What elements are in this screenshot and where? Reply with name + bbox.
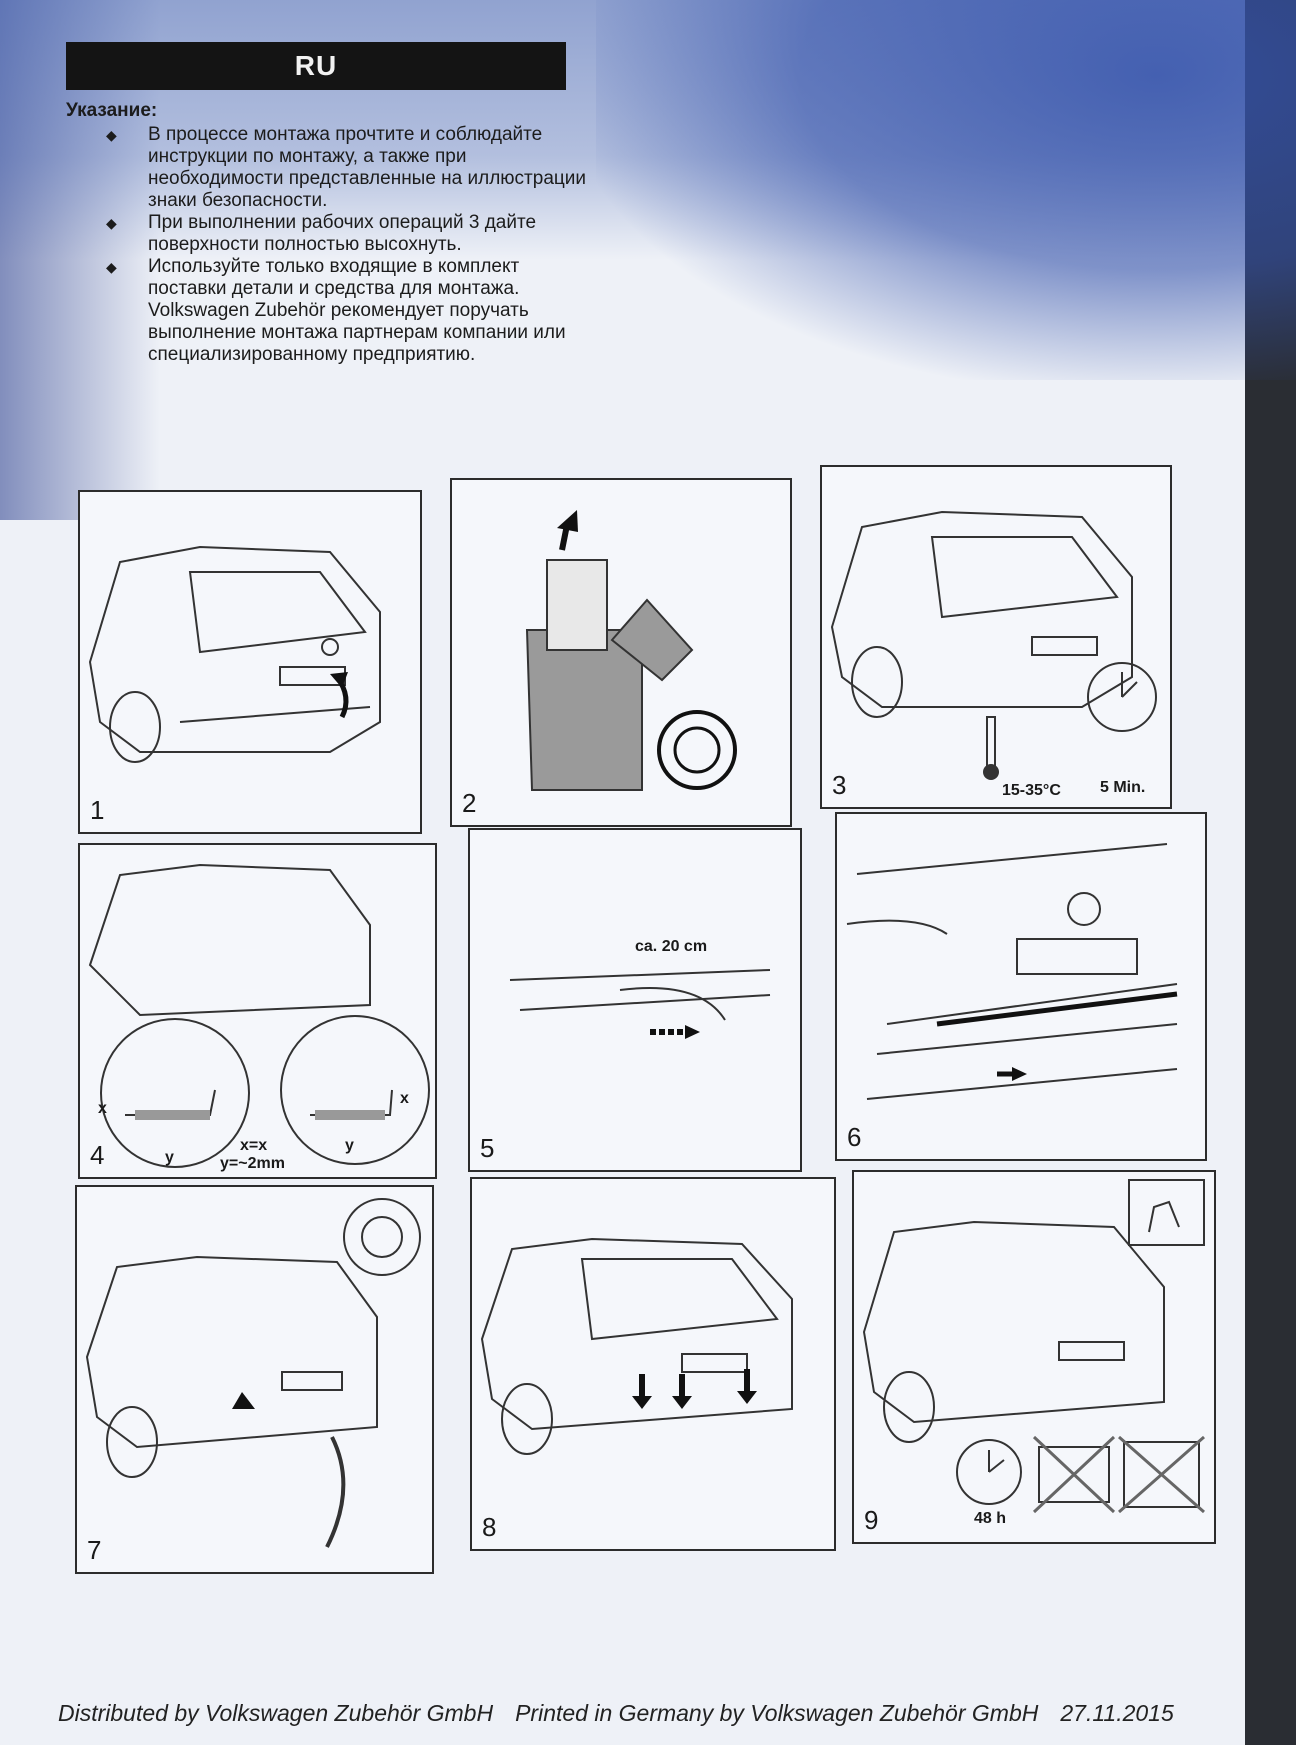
offset-y-label: y: [165, 1149, 174, 1166]
alignment-illustration: [88, 863, 430, 1168]
note-heading: Указание:: [66, 100, 158, 121]
car-rear-illustration: [88, 545, 381, 763]
step-1-panel: 1: [78, 490, 422, 834]
step-3-panel: 15-35°C 5 Min. 3: [820, 465, 1172, 809]
step-number: 1: [90, 795, 105, 825]
step-number: 2: [462, 788, 477, 818]
note-section: Указание: ◆В процессе монтажа прочтите и…: [66, 100, 586, 366]
step-number: 3: [832, 770, 847, 800]
language-bar: RU: [66, 42, 566, 90]
step-number: 6: [847, 1122, 862, 1152]
printer-text: Printed in Germany by Volkswagen Zubehör…: [515, 1700, 1039, 1726]
note-bullet: ◆В процессе монтажа прочтите и соблюдайт…: [106, 124, 587, 211]
packaging-illustration: [525, 510, 737, 791]
step-number: 8: [482, 1512, 497, 1542]
trim-press-illustration: [85, 1198, 421, 1548]
step-number: 7: [87, 1535, 102, 1565]
offset-x-label: x: [400, 1090, 409, 1107]
trim-pressing-illustration: [480, 1237, 793, 1455]
step-7-panel: 7: [75, 1185, 434, 1574]
temperature-label: 15-35°C: [1002, 782, 1061, 799]
time-label: 5 Min.: [1100, 779, 1146, 796]
film-peel-illustration: [509, 969, 771, 1039]
step-4-panel: x x y y x=x y=~2mm 4: [78, 843, 437, 1179]
diamond-bullet-icon: ◆: [106, 259, 117, 275]
step-number: 5: [480, 1133, 495, 1163]
rule-label: y=~2mm: [220, 1155, 285, 1172]
note-bullet: ◆При выполнении рабочих операций 3 дайте…: [106, 212, 537, 255]
offset-y-label: y: [345, 1137, 354, 1154]
step-number: 9: [864, 1505, 879, 1535]
offset-x-label: x: [98, 1100, 107, 1117]
diamond-bullet-icon: ◆: [106, 127, 117, 143]
trim-application-illustration: [846, 843, 1178, 1100]
final-result-illustration: [862, 1179, 1205, 1514]
note-list: ◆В процессе монтажа прочтите и соблюдайт…: [66, 124, 586, 300]
distributor-text: Distributed by Volkswagen Zubehör GmbH: [58, 1700, 494, 1726]
note-recommendation: Volkswagen Zubehör рекомендует поручать …: [148, 300, 566, 365]
step-9-panel: 48 h 9: [852, 1170, 1216, 1544]
note-bullet: ◆Используйте только входящие в комплект …: [106, 256, 520, 299]
step-5-panel: ca. 20 cm 5: [468, 828, 802, 1172]
print-date: 27.11.2015: [1060, 1700, 1174, 1726]
language-code: RU: [294, 50, 338, 81]
car-cleaning-illustration: [830, 510, 1157, 780]
step-number: 4: [90, 1140, 105, 1170]
footer: Distributed by Volkswagen Zubehör GmbH P…: [58, 1700, 1208, 1727]
distance-label: ca. 20 cm: [635, 938, 708, 955]
step-8-panel: 8: [470, 1177, 836, 1551]
cure-time-label: 48 h: [974, 1510, 1007, 1527]
diamond-bullet-icon: ◆: [106, 215, 117, 231]
rule-label: x=x: [240, 1137, 268, 1154]
step-2-panel: 2: [450, 478, 792, 827]
step-6-panel: 6: [835, 812, 1207, 1161]
